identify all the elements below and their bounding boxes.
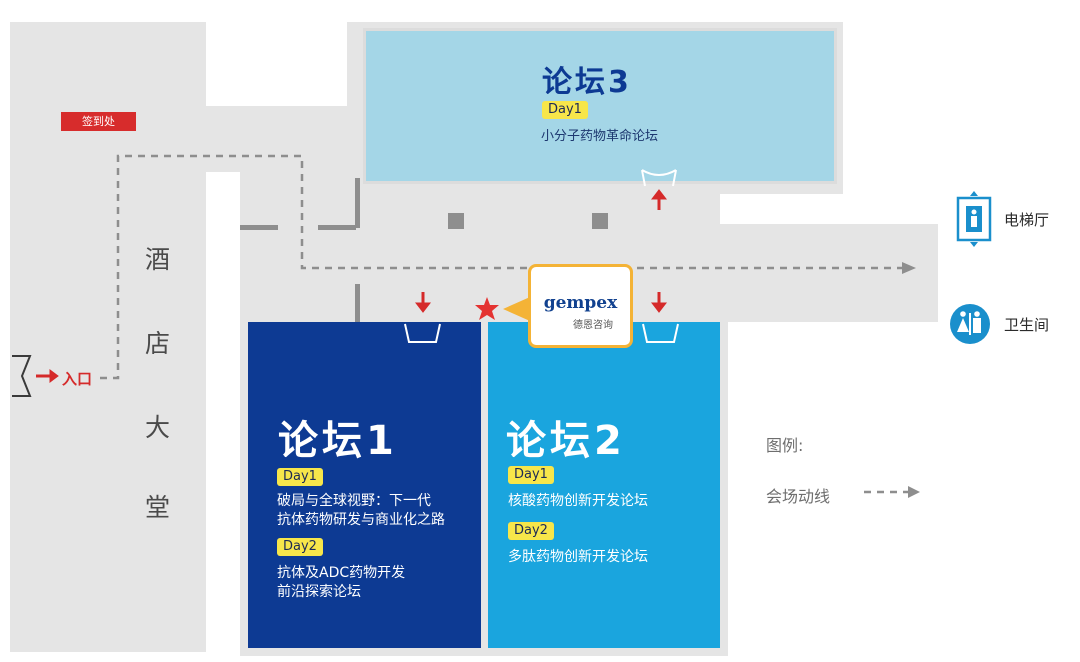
wall-segment <box>318 225 356 230</box>
arrow-up-icon <box>650 189 668 210</box>
arrow-down-icon <box>414 292 432 313</box>
forum2-day2-tag: Day2 <box>508 522 554 540</box>
forum2-day1-session: 核酸药物创新开发论坛 <box>508 493 648 509</box>
forum2-title: 论坛2 <box>506 418 626 464</box>
venue-route-path <box>100 154 902 380</box>
pillar <box>448 213 464 229</box>
east-corridor-floor <box>720 224 938 322</box>
wall-segment <box>355 284 360 322</box>
forum3-day1-tag: Day1 <box>542 101 588 119</box>
legend-title: 图例: <box>766 436 804 455</box>
hotel-lobby-char-2: 店 <box>145 329 171 358</box>
elevator-icon <box>956 191 992 247</box>
forum2-day2-session: 多肽药物创新开发论坛 <box>508 549 648 565</box>
door-icon <box>404 323 441 343</box>
gempex-booth[interactable]: gempex 德恩咨询 <box>528 264 633 348</box>
elevator-label: 电梯厅 <box>1004 211 1050 229</box>
booth-pointer <box>503 297 530 321</box>
star-icon <box>475 297 499 320</box>
restroom-label: 卫生间 <box>1004 316 1050 334</box>
forum1-day2-tag: Day2 <box>277 538 323 556</box>
hotel-lobby-char-4: 堂 <box>145 493 171 522</box>
forum2-day1-tag: Day1 <box>508 466 554 484</box>
forum2-room[interactable]: 论坛2 Day1 核酸药物创新开发论坛 Day2 多肽药物创新开发论坛 <box>488 322 720 648</box>
door-icon <box>642 323 679 343</box>
forum1-day2-session-line2: 前沿探索论坛 <box>277 584 361 600</box>
forum1-title: 论坛1 <box>278 418 398 464</box>
legend-route-sample <box>864 486 920 498</box>
entrance-door-icon <box>12 355 32 397</box>
restroom-icon <box>950 304 990 344</box>
route-arrowhead <box>902 262 916 274</box>
forum3-title: 论坛3 <box>542 65 632 100</box>
door-icon <box>641 169 677 187</box>
gempex-logo-subtitle: 德恩咨询 <box>573 320 613 331</box>
forum1-day2-session-line1: 抗体及ADC药物开发 <box>277 565 406 581</box>
gempex-logo: gempex <box>543 293 618 313</box>
entrance-label[interactable]: 入口 <box>62 370 93 388</box>
checkin-desk[interactable]: 签到处 <box>61 112 136 131</box>
forum3-room[interactable]: 论坛3 Day1 小分子药物革命论坛 <box>363 28 837 184</box>
checkin-corridor-floor <box>206 106 366 172</box>
wall-segment <box>355 178 360 228</box>
wall-segment <box>240 225 278 230</box>
forum1-day1-session-line2: 抗体药物研发与商业化之路 <box>277 512 445 528</box>
arrow-down-icon <box>650 292 668 313</box>
forum1-day1-session-line1: 破局与全球视野：下一代 <box>277 493 431 509</box>
pillar <box>592 213 608 229</box>
hotel-lobby-char-1: 酒 <box>145 245 171 274</box>
forum1-room[interactable]: 论坛1 Day1 破局与全球视野：下一代 抗体药物研发与商业化之路 Day2 抗… <box>248 322 481 648</box>
legend-route-label: 会场动线 <box>766 487 831 506</box>
corridor-floor <box>240 172 365 322</box>
forum1-day1-tag: Day1 <box>277 468 323 486</box>
hotel-lobby-char-3: 大 <box>145 413 171 442</box>
forum3-day1-session: 小分子药物革命论坛 <box>541 129 659 144</box>
entrance-arrow-icon <box>36 369 59 383</box>
